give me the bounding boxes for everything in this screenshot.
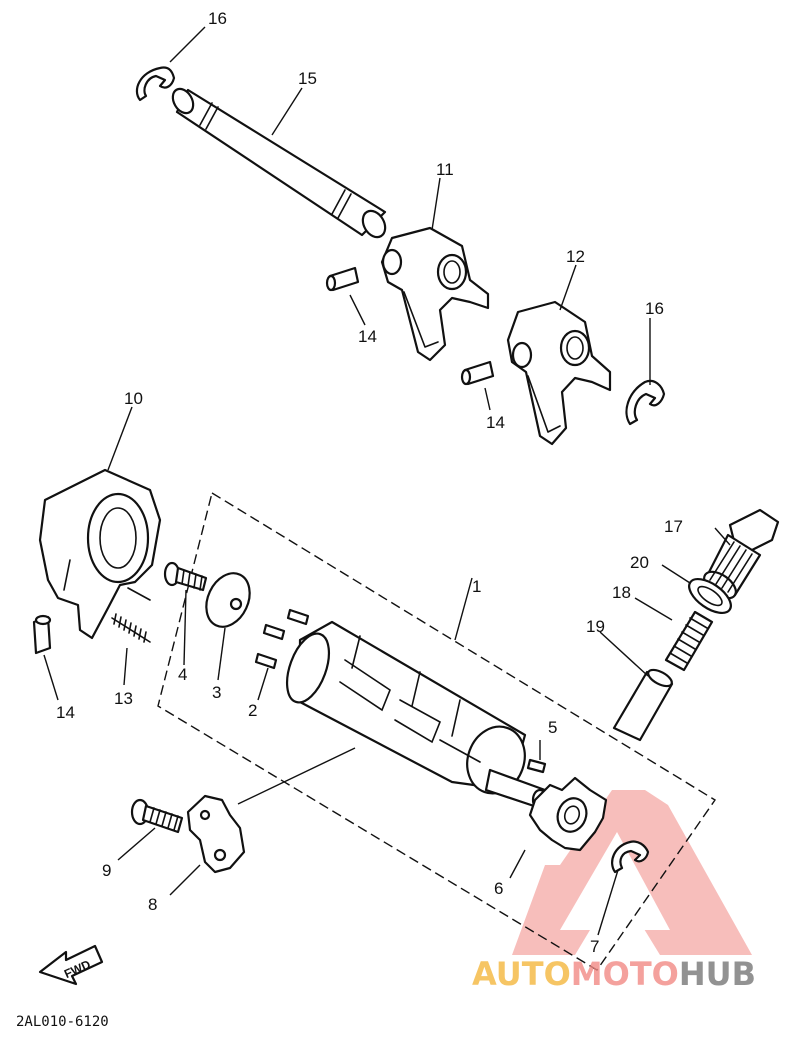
part-14-dowel-pin-a <box>325 266 360 292</box>
label-part-15: 15 <box>298 69 317 88</box>
leader-lines <box>43 26 731 936</box>
label-part-9: 9 <box>102 861 111 880</box>
part-16-circlip-top <box>135 66 176 102</box>
label-part-12: 12 <box>566 247 585 266</box>
fwd-arrow-icon: FWD <box>38 944 104 986</box>
label-part-16-top: 16 <box>208 9 227 28</box>
part-8-stopper-plate <box>186 794 246 874</box>
part-3-plate <box>205 572 251 628</box>
watermark-hub: HUB <box>679 955 756 993</box>
part-5-pin <box>526 758 547 774</box>
part-10-shift-fork <box>38 468 162 640</box>
part-2-pins <box>254 608 310 670</box>
part-16-circlip-right <box>625 379 666 426</box>
label-part-19: 19 <box>586 617 605 636</box>
label-part-11: 11 <box>436 160 454 179</box>
part-9-screw <box>130 798 184 834</box>
part-6-segment <box>528 776 608 852</box>
label-part-10: 10 <box>124 389 143 408</box>
part-14-dowel-pin-c <box>32 614 52 655</box>
diagram-code: 2AL010-6120 <box>16 1014 109 1030</box>
part-12-shift-fork <box>506 300 612 446</box>
label-part-18: 18 <box>612 583 631 602</box>
part-20-washer <box>688 577 732 615</box>
part-11-shift-fork <box>380 226 490 362</box>
label-part-2: 2 <box>248 701 257 720</box>
label-part-14-c: 14 <box>56 703 75 722</box>
part-7-circlip <box>611 840 650 874</box>
part-4-screw <box>163 561 208 592</box>
label-part-1: 1 <box>472 577 481 596</box>
part-19-plunger <box>612 668 674 742</box>
label-part-17: 17 <box>664 517 683 536</box>
part-17-bolt <box>703 508 780 600</box>
label-part-6: 6 <box>494 879 503 898</box>
part-13-spring <box>111 613 151 643</box>
watermark-moto: MOTO <box>571 955 679 993</box>
part-15-guide-bar <box>171 87 387 239</box>
assembly-boundary-dashed <box>157 491 716 971</box>
label-part-20: 20 <box>630 553 649 572</box>
label-part-5: 5 <box>548 718 557 737</box>
label-part-13: 13 <box>114 689 133 708</box>
part-18-spring <box>664 610 714 672</box>
label-part-14-a: 14 <box>358 327 377 346</box>
watermark-auto: AUTO <box>472 955 571 993</box>
part-14-dowel-pin-b <box>460 360 495 386</box>
label-part-16-right: 16 <box>645 299 664 318</box>
label-part-14-b: 14 <box>486 413 505 432</box>
label-part-4: 4 <box>178 665 187 684</box>
watermark-text: AUTOMOTOHUB <box>472 955 756 993</box>
part-1-shift-drum <box>285 620 549 812</box>
label-part-7: 7 <box>590 937 599 956</box>
label-part-3: 3 <box>212 683 221 702</box>
label-part-8: 8 <box>148 895 157 914</box>
